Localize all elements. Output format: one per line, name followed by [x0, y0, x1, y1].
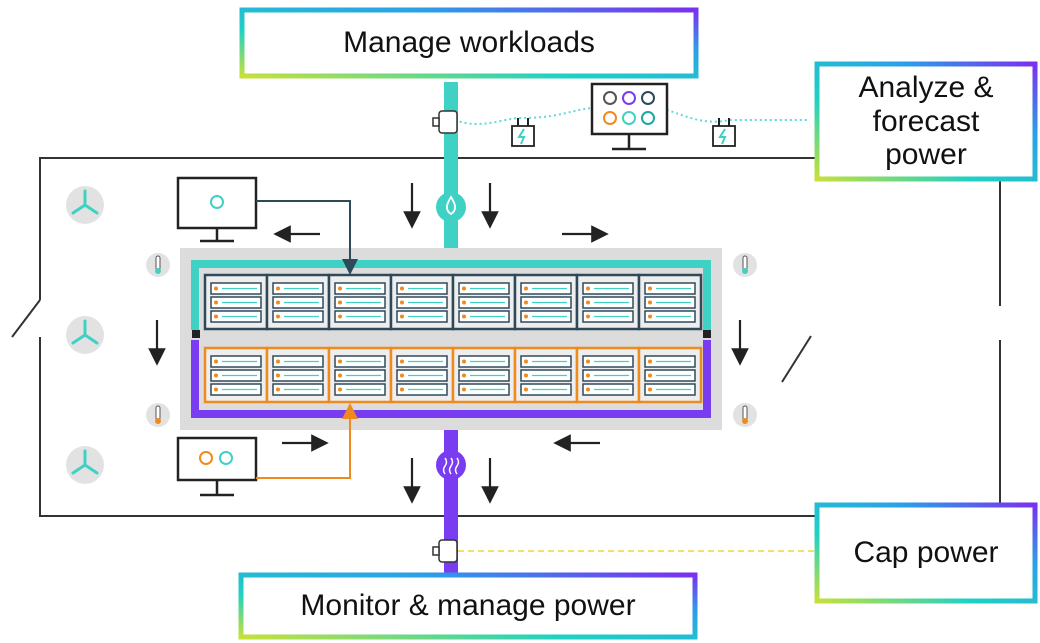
- manage-workloads-text: Manage workloads: [343, 26, 595, 60]
- power-monitor-icon: [176, 436, 258, 497]
- cooling-pipe: [444, 82, 458, 262]
- analyze-forecast-label: Analyze & forecast power: [815, 62, 1037, 181]
- cap-power-label: Cap power: [815, 503, 1037, 603]
- monitor-manage-label: Monitor & manage power: [239, 573, 697, 639]
- monitor-manage-frame: [238, 572, 698, 640]
- manage-workloads-label: Manage workloads: [240, 8, 698, 78]
- server-rack: [327, 273, 393, 331]
- workload-link: [256, 200, 358, 275]
- server-rack: [265, 273, 331, 331]
- workload-monitor-icon: [176, 176, 258, 243]
- server-rack: [451, 346, 517, 404]
- power-meter-icon: [712, 118, 736, 147]
- server-rack: [637, 346, 703, 404]
- thermometer-icon: [733, 403, 757, 427]
- server-rack: [513, 346, 579, 404]
- server-rack: [389, 346, 455, 404]
- manage-workloads-frame: [239, 7, 699, 79]
- fan-icon: [66, 186, 104, 224]
- server-rack: [265, 346, 331, 404]
- cap-power-frame: [814, 502, 1038, 604]
- power-outlet-icon: [432, 110, 458, 134]
- server-rack: [575, 273, 641, 331]
- analyze-forecast-text: Analyze & forecast power: [858, 71, 994, 172]
- analyze-forecast-frame: [814, 61, 1038, 182]
- power-meter-icon: [511, 118, 535, 147]
- server-rack: [637, 273, 703, 331]
- cooling-frame: [191, 260, 711, 330]
- monitor-manage-text: Monitor & manage power: [300, 589, 636, 623]
- server-rack: [327, 346, 393, 404]
- server-rack: [513, 273, 579, 331]
- server-racks-top: [203, 273, 703, 331]
- server-rack: [203, 346, 269, 404]
- cap-power-text: Cap power: [853, 536, 999, 570]
- analytics-monitor-icon: [590, 82, 669, 151]
- fan-icon: [66, 316, 104, 354]
- server-rack: [203, 273, 269, 331]
- heat-icon: [436, 450, 466, 480]
- power-frame: [191, 340, 711, 418]
- fan-icon: [66, 446, 104, 484]
- power-link: [256, 403, 358, 479]
- door-right: [781, 335, 812, 383]
- airflow-arrows: [148, 183, 749, 504]
- thermometer-icon: [146, 403, 170, 427]
- server-rack: [389, 273, 455, 331]
- water-drop-icon: [436, 192, 466, 222]
- door-left: [11, 299, 41, 338]
- server-rack: [451, 273, 517, 331]
- server-rack: [575, 346, 641, 404]
- power-outlet-icon: [432, 539, 458, 563]
- server-racks-bottom: [203, 346, 703, 404]
- thermometer-icon: [733, 253, 757, 277]
- room-outline: [11, 157, 1001, 517]
- thermometer-icon: [146, 253, 170, 277]
